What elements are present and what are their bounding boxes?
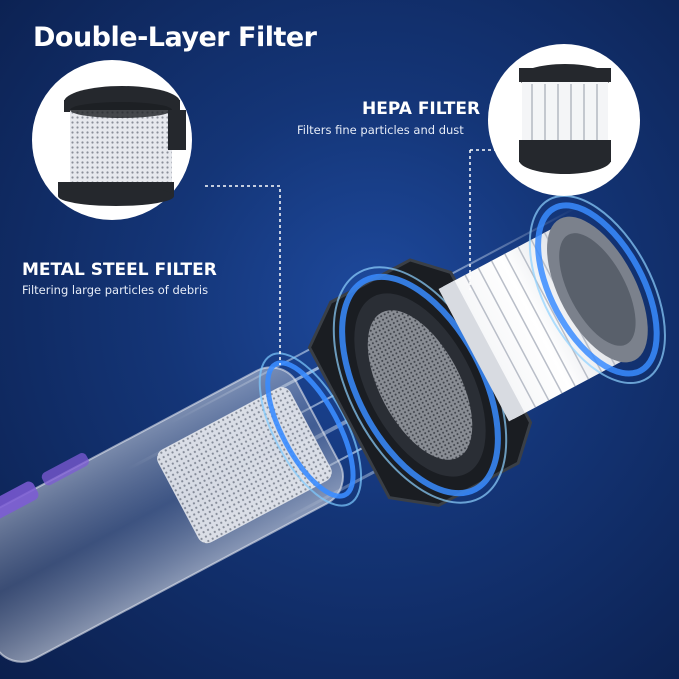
- hepa-filter-cylinder: [438, 194, 666, 422]
- hepa-filter-title: HEPA FILTER: [362, 99, 481, 119]
- hepa-filter-subtitle: Filters fine particles and dust: [297, 123, 464, 137]
- dust-cup-tube: [0, 352, 363, 663]
- metal-filter-title: METAL STEEL FILTER: [22, 260, 217, 280]
- metal-filter-subtitle: Filtering large particles of debris: [22, 283, 209, 297]
- metal-filter-inset: [32, 60, 192, 220]
- hepa-filter-inset: [488, 44, 640, 196]
- page-headline: Double-Layer Filter: [33, 22, 317, 53]
- callout-connectors: [205, 149, 505, 365]
